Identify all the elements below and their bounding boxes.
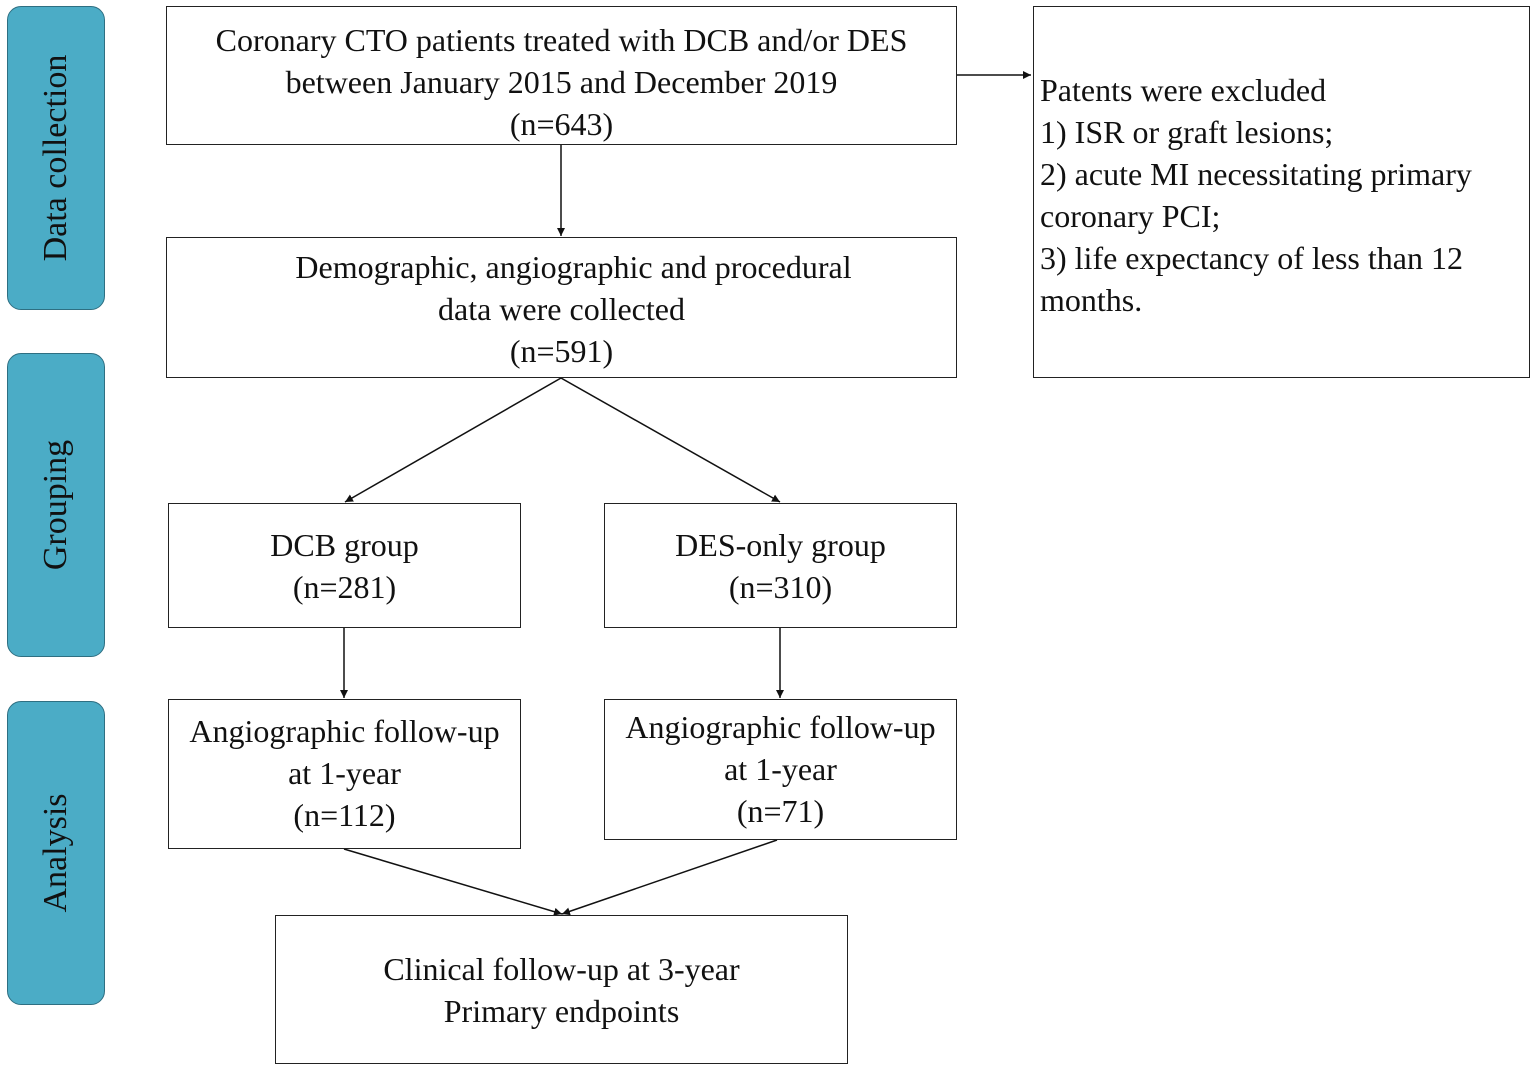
initial-cohort-line2: between January 2015 and December 2019 [285, 64, 838, 100]
box-des-only-group: DES-only group (n=310) [604, 503, 957, 628]
arrow-des-followup-to-clinical [561, 839, 778, 916]
des-group-label: DES-only group [675, 527, 886, 563]
stage-analysis: Analysis [7, 701, 105, 1005]
des-followup-line1: Angiographic follow-up [625, 709, 936, 745]
box-initial-cohort: Coronary CTO patients treated with DCB a… [166, 6, 957, 145]
data-collected-line1: Demographic, angiographic and procedural [295, 249, 852, 285]
arrow-dcb-followup-to-clinical [343, 848, 563, 916]
clinical-followup-line1: Clinical follow-up at 3-year [383, 951, 740, 987]
arrow-collected-to-des [560, 377, 781, 503]
box-dcb-group: DCB group (n=281) [168, 503, 521, 628]
des-followup-line2: at 1-year [724, 751, 837, 787]
clinical-followup-line2: Primary endpoints [443, 993, 680, 1029]
stage-data-collection: Data collection [7, 6, 105, 310]
dcb-group-label: DCB group [270, 527, 419, 563]
initial-cohort-line1: Coronary CTO patients treated with DCB a… [215, 22, 908, 58]
data-collected-count: (n=591) [509, 333, 614, 369]
des-group-count: (n=310) [728, 569, 833, 605]
exclusion-item: 1) ISR or graft lesions; [1040, 114, 1334, 150]
dcb-followup-count: (n=112) [293, 797, 396, 833]
exclusion-title: Patents were excluded [1040, 72, 1327, 108]
box-des-angiographic-followup: Angiographic follow-up at 1-year (n=71) [604, 699, 957, 840]
exclusion-item: coronary PCI; [1040, 198, 1221, 234]
dcb-followup-line1: Angiographic follow-up [189, 713, 500, 749]
exclusion-item: 2) acute MI necessitating primary [1040, 156, 1472, 192]
arrow-collected-to-dcb [344, 377, 562, 503]
dcb-followup-line2: at 1-year [288, 755, 401, 791]
des-followup-count: (n=71) [736, 793, 825, 829]
exclusion-item: months. [1040, 282, 1143, 318]
dcb-group-count: (n=281) [292, 569, 397, 605]
box-exclusion-criteria: Patents were excluded 1) ISR or graft le… [1033, 6, 1530, 378]
data-collected-line2: data were collected [438, 291, 685, 327]
box-data-collected: Demographic, angiographic and procedural… [166, 237, 957, 378]
box-dcb-angiographic-followup: Angiographic follow-up at 1-year (n=112) [168, 699, 521, 849]
stage-grouping: Grouping [7, 353, 105, 657]
box-clinical-followup: Clinical follow-up at 3-year Primary end… [275, 915, 848, 1064]
initial-cohort-count: (n=643) [509, 106, 614, 142]
exclusion-item: 3) life expectancy of less than 12 [1040, 240, 1463, 276]
